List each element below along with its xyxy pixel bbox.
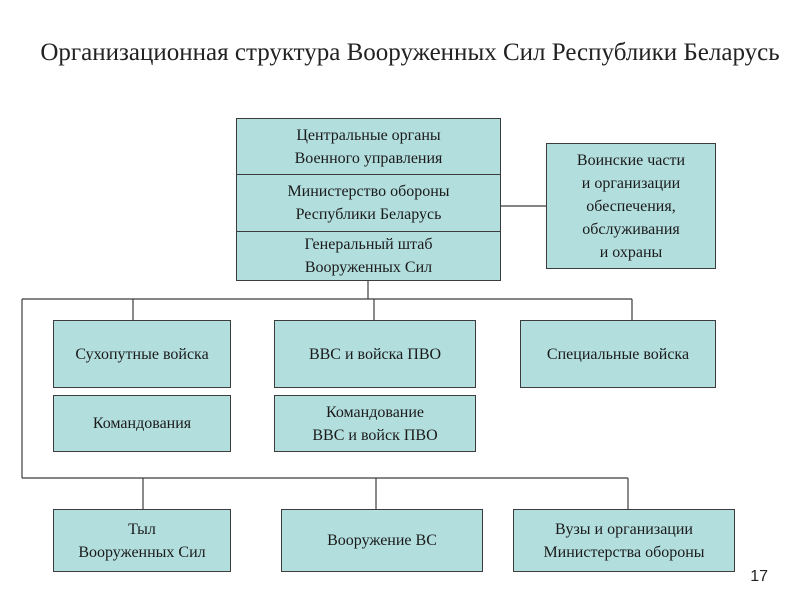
ground-forces-box: Сухопутные войска (53, 320, 231, 388)
air-command-box: Командование ВВС и войск ПВО (274, 395, 476, 452)
air-force-box: ВВС и войска ПВО (274, 320, 476, 388)
logistics-box: Тыл Вооруженных Сил (53, 509, 231, 572)
special-forces-box: Специальные войска (520, 320, 716, 388)
commands-box: Командования (53, 395, 231, 452)
page-number: 17 (750, 568, 768, 585)
ministry-box: Министерство обороны Республики Беларусь (236, 174, 501, 232)
support-units-box: Воинские части и организации обеспечения… (546, 143, 716, 269)
universities-box: Вузы и организации Министерства обороны (513, 509, 735, 572)
central-organs-box: Центральные органы Военного управления (236, 118, 501, 175)
page-title: Организационная структура Вооруженных Си… (40, 39, 780, 66)
general-staff-box: Генеральный штаб Вооруженных Сил (236, 231, 501, 281)
armament-box: Вооружение ВС (281, 509, 483, 572)
